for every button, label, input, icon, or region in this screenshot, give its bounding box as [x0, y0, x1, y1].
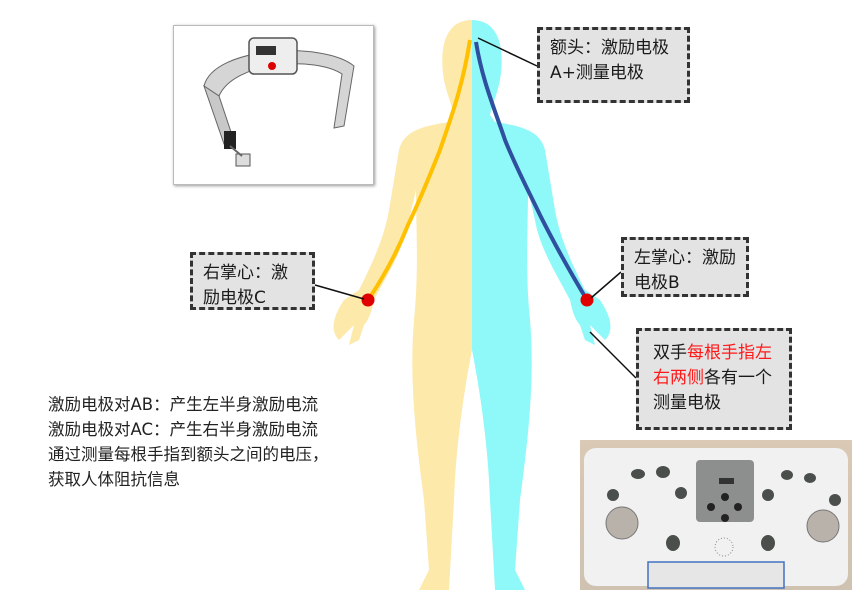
connector-forehead [477, 37, 538, 67]
connector-left-palm [590, 271, 622, 299]
fingers-label-suffix: 各有一个测量电极 [653, 368, 772, 413]
connector-right-palm [314, 284, 365, 300]
forehead-label: 额头：激励电极A+测量电极 [537, 27, 690, 103]
left-palm-label-text: 左掌心：激励电极B [634, 248, 736, 293]
info-line-impedance: 获取人体阻抗信息 [48, 470, 180, 489]
right-wire [366, 39, 472, 302]
forehead-label-text: 额头：激励电极A+测量电极 [550, 38, 669, 83]
info-line-ac: 激励电极对AC：产生右半身激励电流 [48, 420, 319, 439]
info-line-ab: 激励电极对AB：产生左半身激励电流 [48, 395, 319, 414]
electrode-c-dot [361, 293, 375, 307]
right-palm-label: 右掌心：激励电极C [190, 252, 315, 310]
fingers-label: 双手每根手指左右两侧各有一个测量电极 [636, 328, 792, 430]
connector-fingers [589, 331, 637, 379]
device-photo [580, 440, 852, 590]
body-left-side [472, 20, 611, 590]
right-palm-label-text: 右掌心：激励电极C [203, 263, 288, 308]
left-wire [474, 41, 589, 302]
fingers-label-prefix: 双手 [653, 343, 687, 363]
info-text: 激励电极对AB：产生左半身激励电流 激励电极对AC：产生右半身激励电流 通过测量… [48, 392, 329, 492]
left-palm-label: 左掌心：激励电极B [621, 237, 749, 297]
electrode-b-dot [580, 293, 594, 307]
headband-device-image [173, 25, 374, 185]
fingers-label-highlight: 每根手指左右两侧 [653, 343, 772, 388]
info-line-measure: 通过测量每根手指到额头之间的电压， [48, 445, 329, 464]
